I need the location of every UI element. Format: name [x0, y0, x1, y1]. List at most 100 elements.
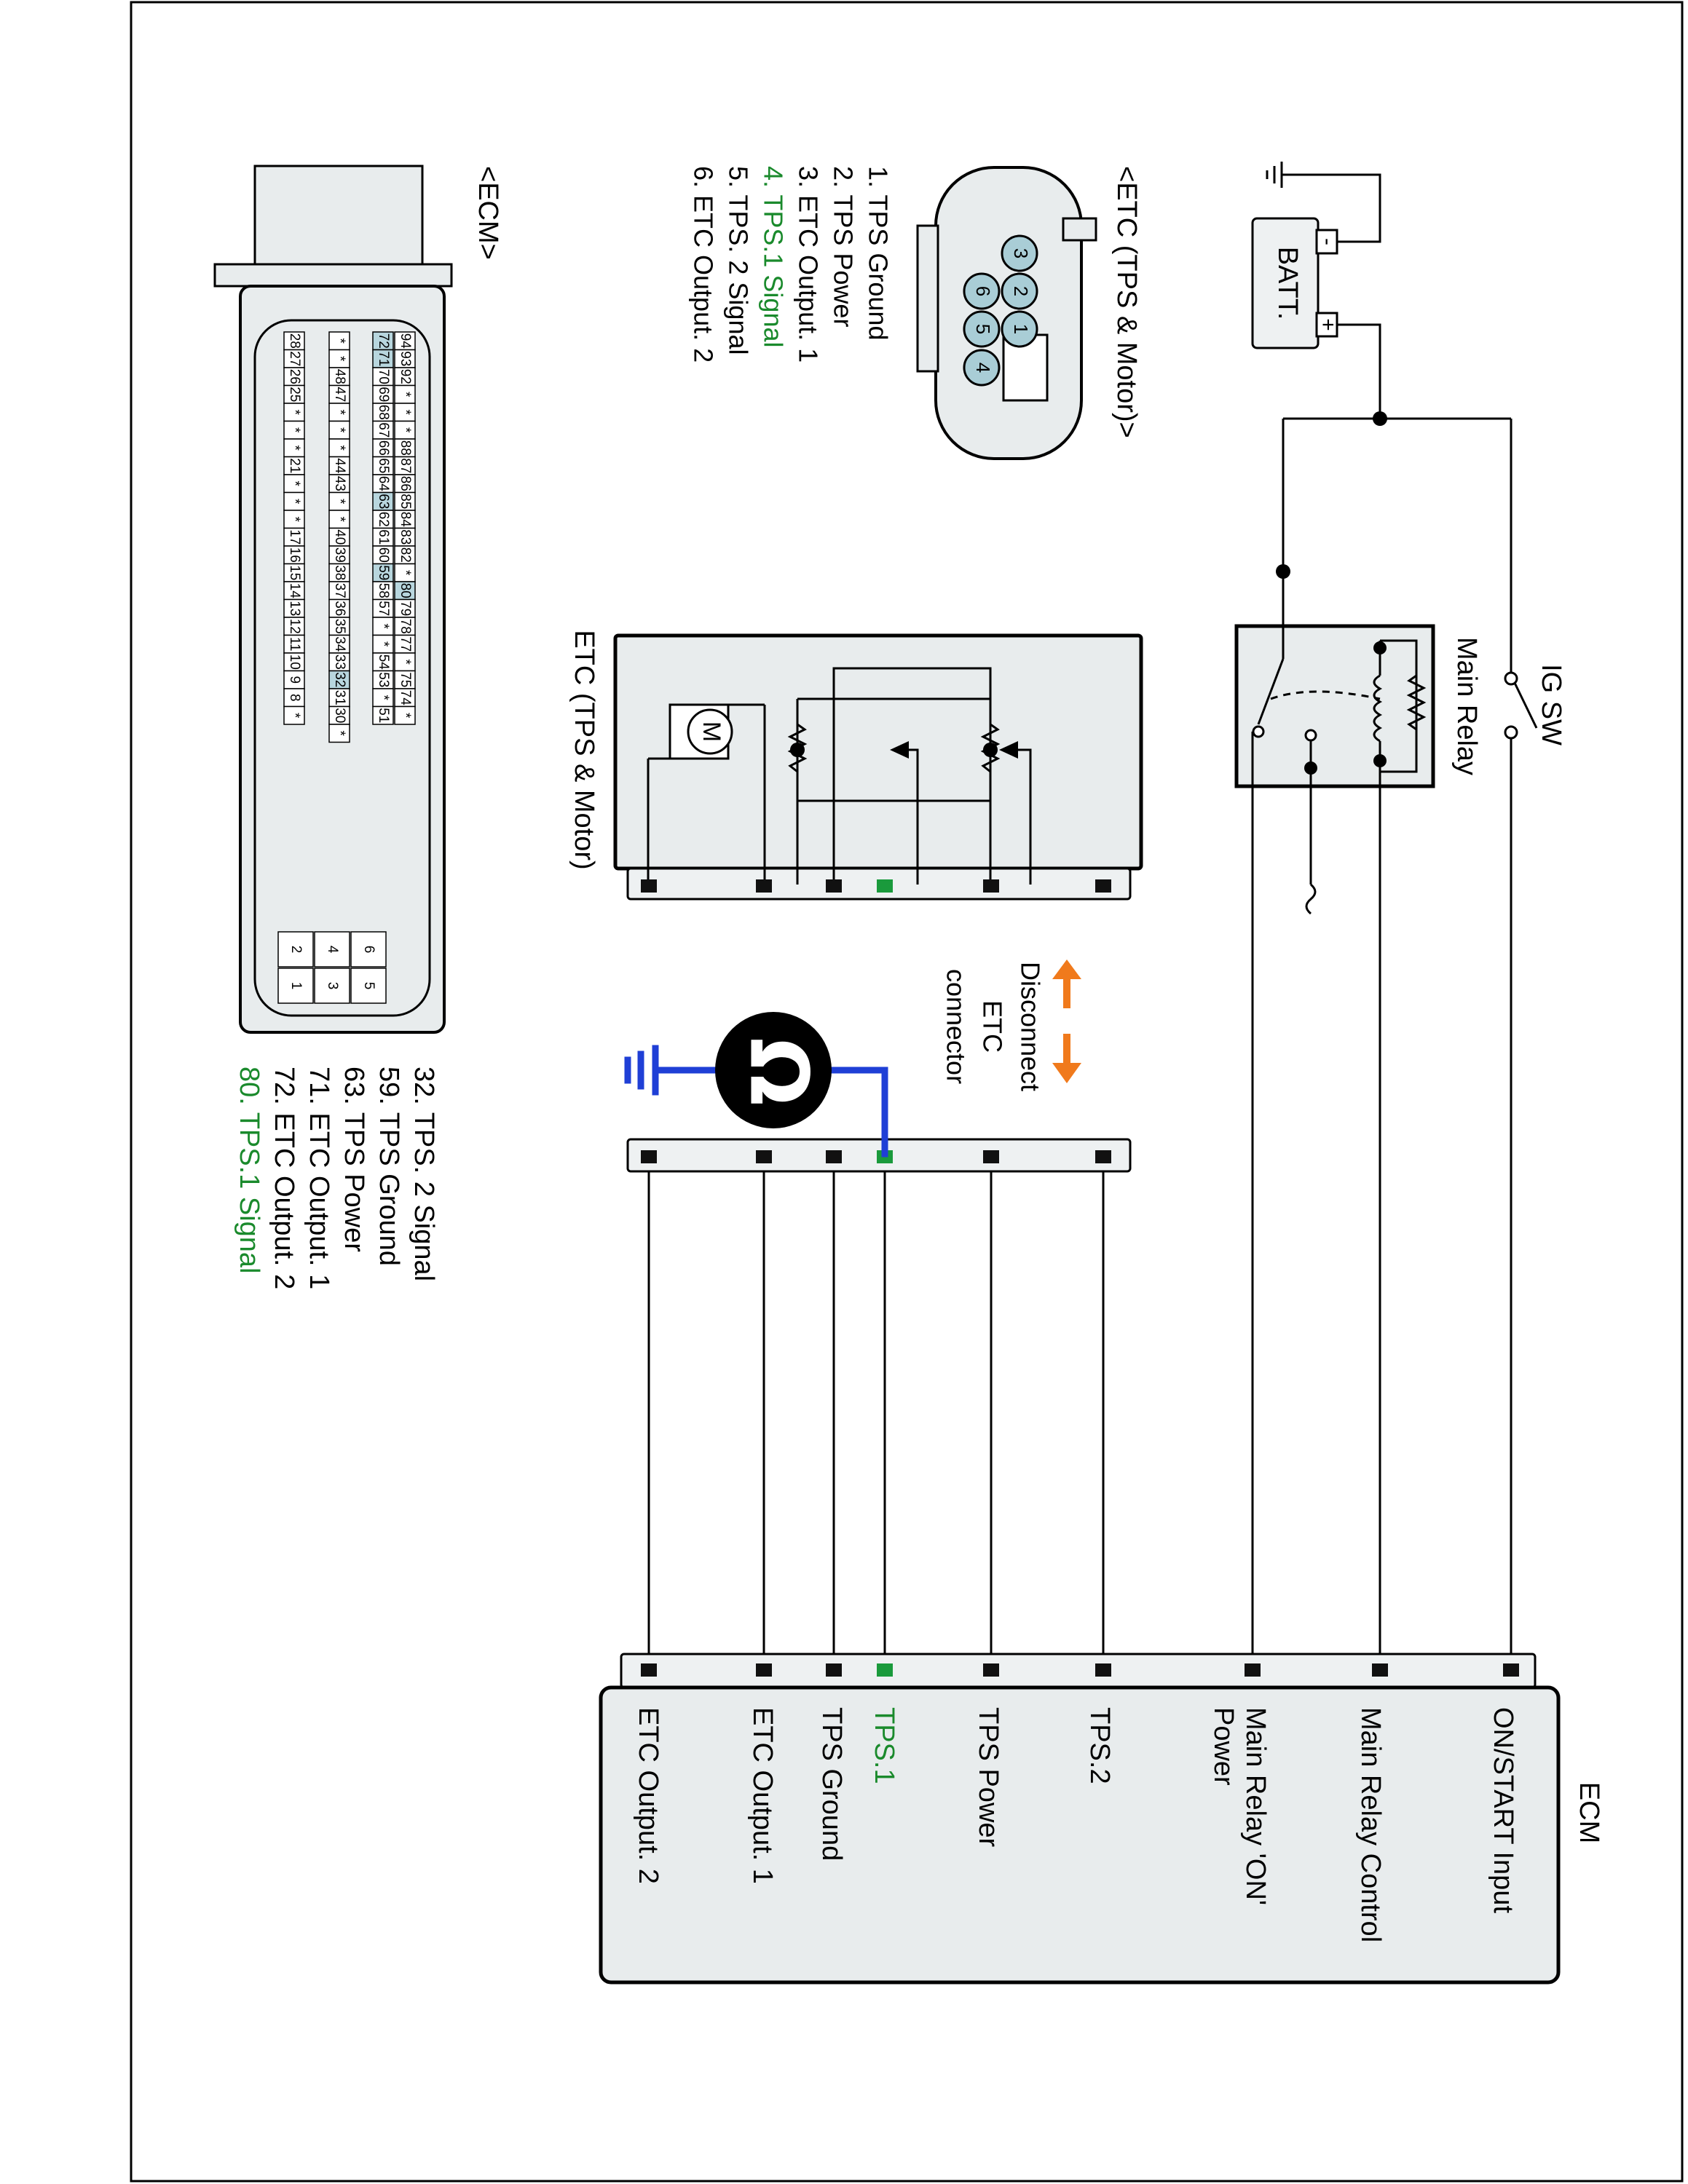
- etc-pin-6: 6: [972, 286, 994, 296]
- ecm-pin-number: 86: [398, 476, 413, 491]
- ecm-pin-number: *: [398, 713, 413, 719]
- battery: [1251, 217, 1320, 349]
- ecm-pin-number: 92: [398, 369, 413, 384]
- ecm-pin-cell: [372, 438, 394, 458]
- ecm-pin-number: 79: [398, 601, 413, 616]
- battery-minus-terminal: [1315, 229, 1338, 255]
- ecm-pin-number: 84: [398, 512, 413, 528]
- ecm-pin-cell: [283, 491, 305, 511]
- ecm-pin-number: 65: [376, 458, 391, 473]
- etc-module-label: ETC (TPS & Motor): [569, 630, 599, 869]
- ecm-pin-number: 64: [376, 476, 391, 492]
- ecm-pin-number: 9: [287, 676, 302, 684]
- ecm-pin-cell: [394, 634, 416, 654]
- ecm-pin-number: 33: [332, 654, 347, 670]
- ecm-pin-number: 57: [376, 601, 391, 616]
- battery-label: BATT.: [1272, 247, 1303, 320]
- ecm-pin-number: 74: [398, 690, 413, 706]
- ecm-pin-cell: [394, 670, 416, 689]
- ecm-pin-number: 82: [398, 547, 413, 563]
- ecm-pin-cell: [283, 634, 305, 654]
- ecm-pin-number: *: [376, 641, 391, 647]
- ecm-pin-cell: [394, 403, 416, 422]
- ecm-pin-cell: [283, 563, 305, 582]
- ohmmeter-probe: Ω: [624, 1012, 888, 1158]
- ecm-pin-number: *: [287, 427, 302, 433]
- ecm-small-number: 4: [325, 946, 340, 954]
- ecm-pin-cell: [372, 705, 394, 725]
- ecm-pin-cell: [372, 420, 394, 440]
- ecm-pin-cell: [283, 598, 305, 618]
- ecm-pin-tps-ground: TPS Ground: [816, 1707, 847, 1861]
- ecm-legend-5: 72. ETC Output. 2: [269, 1067, 299, 1289]
- ecm-small-number: 5: [361, 982, 376, 990]
- ecm-pin-cell: [283, 670, 305, 689]
- ecm-pin-cell: [394, 705, 416, 725]
- ground-symbol-battery: [1266, 162, 1283, 188]
- ecm-pin-number: *: [398, 392, 413, 397]
- ecm-pin-number: 94: [398, 333, 413, 349]
- disconnect-label-3: connector: [941, 969, 971, 1084]
- ecm-pin-number: 40: [332, 529, 347, 545]
- ecm-legend-4: 71. ETC Output. 1: [304, 1067, 334, 1289]
- ecm-pin-number: 85: [398, 494, 413, 509]
- ecm-pin-number: *: [332, 499, 347, 505]
- ecm-pin-cell: [372, 403, 394, 422]
- etc-module: ETC (TPS & Motor) M: [569, 630, 1143, 901]
- ecm-pin-number: 26: [287, 369, 302, 384]
- ecm-small-cell: [277, 931, 314, 968]
- ecm-pin-number: 21: [287, 458, 302, 473]
- ecm-pin-cell: [328, 688, 350, 708]
- ecm-legend-2: 59. TPS Ground: [374, 1067, 404, 1266]
- ecm-pin-cell: [283, 705, 305, 725]
- ecm-small-cell: [314, 968, 350, 1004]
- ecm-pin-cell: [394, 438, 416, 458]
- ecm-pin-number: 75: [398, 672, 413, 687]
- etc-pin-3: 3: [1010, 248, 1032, 258]
- ecm-pin-number: 17: [287, 529, 302, 545]
- ecm-small-cell: [350, 968, 387, 1004]
- ecm-pin-number: *: [332, 731, 347, 737]
- ecm-pin-tps2: TPS.2: [1084, 1707, 1115, 1784]
- etc-potentiometers: [787, 667, 1032, 885]
- etc-legend-3: 3. ETC Output. 1: [793, 166, 823, 363]
- page-frame: [130, 1, 1684, 2183]
- ecm-pin-number: 77: [398, 636, 413, 652]
- ecm-pin-number: 54: [376, 654, 391, 670]
- ecm-pin-cell: [283, 545, 305, 565]
- ecm-pin-number: 34: [332, 636, 347, 652]
- ecm-pin-grid: 949392***88878685848382*80797877*7574*72…: [283, 331, 416, 743]
- ecm-pin-number: 63: [376, 494, 391, 509]
- ecm-pin-on-start: ON/START Input: [1488, 1707, 1518, 1913]
- ecm-pin-cell: [372, 652, 394, 672]
- ecm-pin-cell: [328, 438, 350, 458]
- ecm-block: ECM ON/START Input Main Relay Control Ma…: [599, 1653, 1604, 1985]
- ecm-pin-number: *: [398, 410, 413, 416]
- ecm-pin-cell: [372, 581, 394, 601]
- ecm-pin-cell: [283, 652, 305, 672]
- ecm-small-cell: [350, 931, 387, 968]
- etc-legend-5: 5. TPS. 2 Signal: [723, 166, 753, 355]
- ecm-pin-cell: [372, 634, 394, 654]
- ohm-symbol: Ω: [733, 1037, 826, 1106]
- ecm-pin-number: *: [287, 499, 302, 505]
- ecm-pin-tps-power: TPS Power: [973, 1707, 1003, 1848]
- harness-wires: [647, 1171, 1105, 1656]
- etc-legend-2: 2. TPS Power: [828, 166, 858, 327]
- ecm-pin-number: *: [287, 410, 302, 416]
- ecm-pin-number: 72: [376, 333, 391, 349]
- ecm-pin-number: *: [332, 446, 347, 451]
- ecm-pin-number: 15: [287, 565, 302, 580]
- ecm-pin-number: 80: [398, 583, 413, 598]
- ecm-pin-number: 71: [376, 351, 391, 366]
- motor-label: M: [698, 721, 725, 742]
- ecm-pin-cell: [394, 420, 416, 440]
- ecm-pin-number: 37: [332, 583, 347, 598]
- ecm-small-number: 2: [288, 946, 304, 954]
- ecm-pin-number: 62: [376, 512, 391, 527]
- etc-legend-1: 1. TPS Ground: [863, 166, 893, 340]
- ecm-pin-cell: [328, 349, 350, 368]
- ecm-connector-view: <ECM> 949392***88878685848382*80797877*7…: [213, 165, 503, 1289]
- ecm-pin-cell: [328, 617, 350, 636]
